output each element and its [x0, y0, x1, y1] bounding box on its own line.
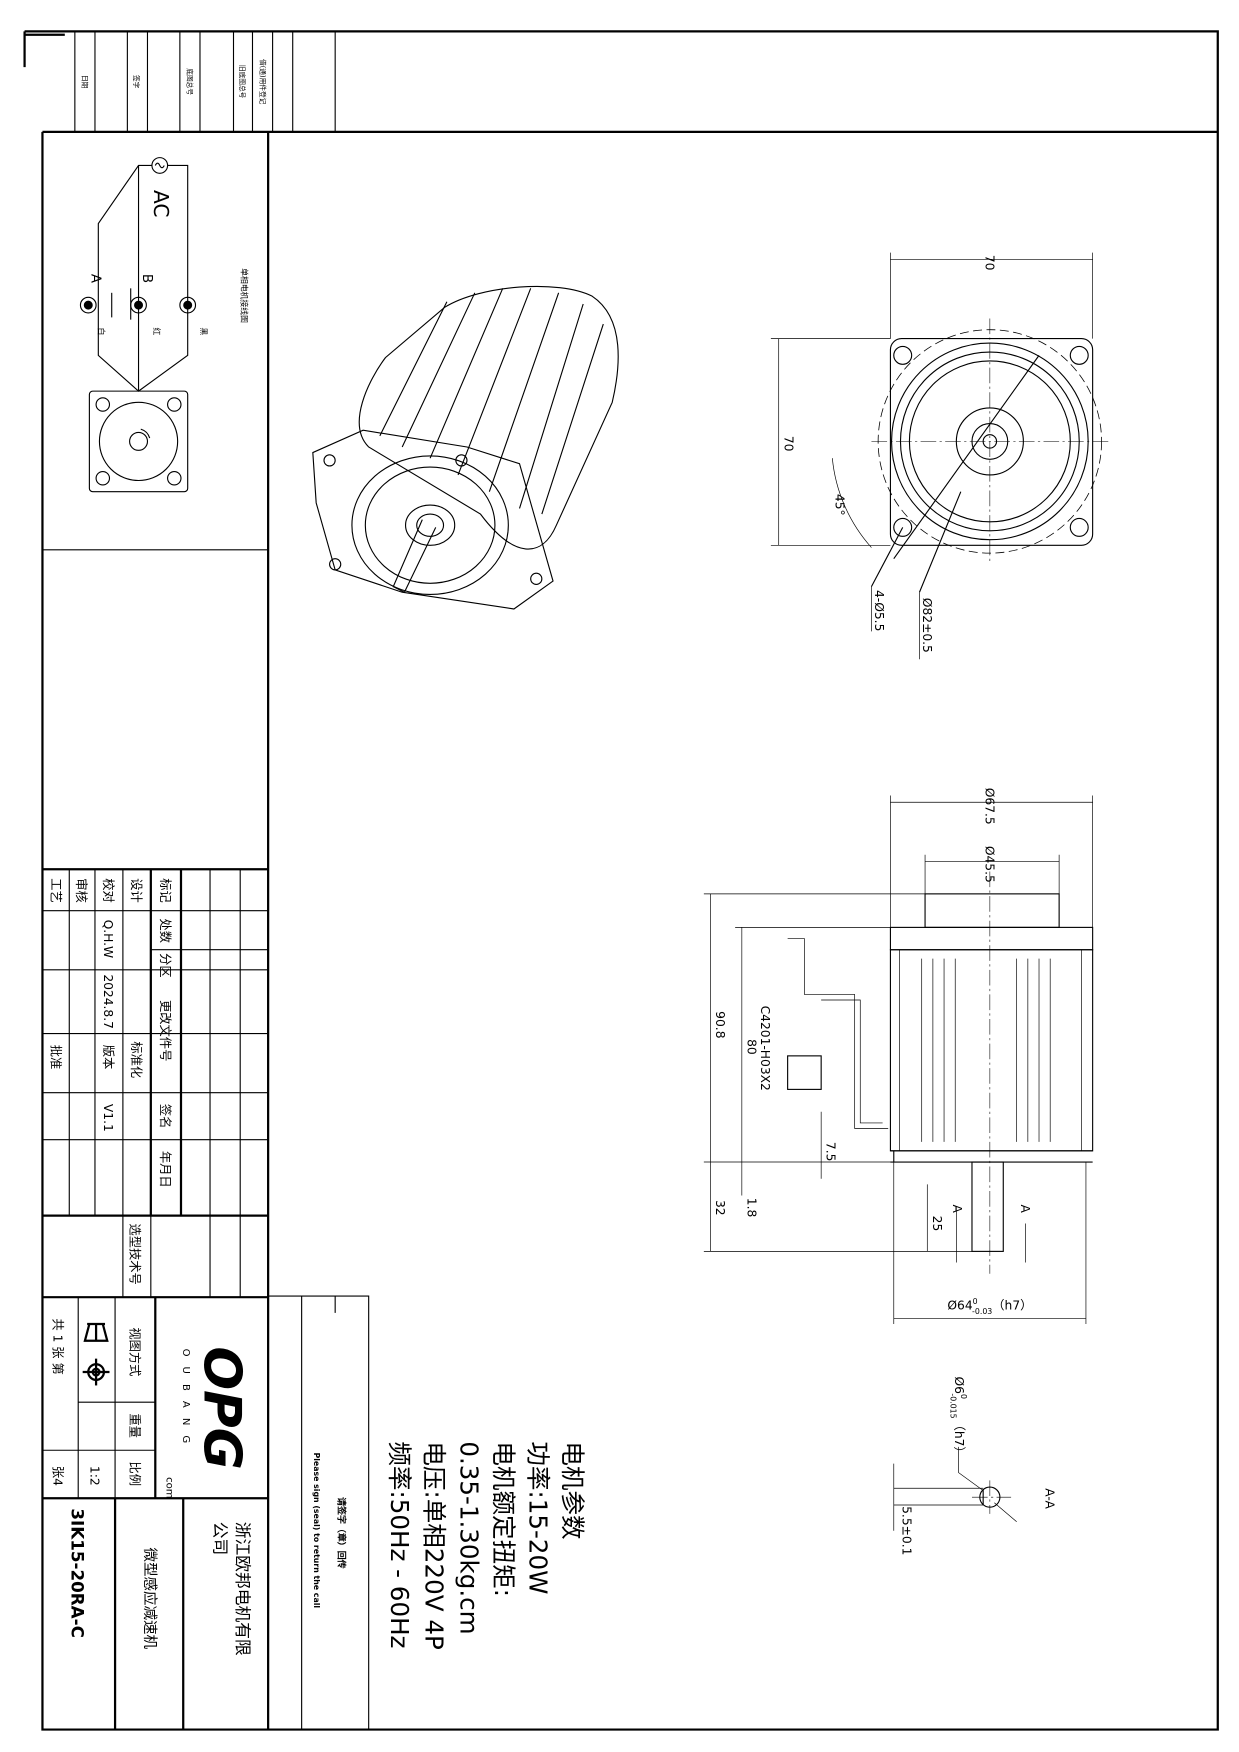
sign-return-box: 请签字（章）回传 Please sign (seal) to return th…	[268, 1295, 370, 1730]
label-old-base-drawing-no: 旧底图总号	[238, 65, 247, 99]
pilot-dim: Ø640-0.03（h7）	[947, 1297, 1032, 1316]
d45-dim: Ø45.5	[982, 846, 996, 883]
tb-version-label: 版本	[101, 1045, 115, 1070]
tb-check: 校对	[101, 878, 116, 903]
tb-scale: 1:2	[87, 1466, 101, 1486]
params-torque: 0.35-1.30kg.cm	[454, 1441, 483, 1634]
projection-symbol-icon	[82, 1322, 110, 1386]
tb-date: 年月日	[158, 1151, 172, 1188]
company-logo: OPG	[191, 1346, 251, 1470]
angle-dim: 45°	[833, 494, 847, 516]
logo-com: com	[163, 1477, 174, 1498]
tb-sign: 签名	[158, 1104, 173, 1129]
tb-scale-label: 比例	[128, 1461, 142, 1486]
dim-32: 32	[713, 1200, 727, 1216]
section-a-a: A-A Ø60-0.015（h7） 5.5±0.1	[893, 1377, 1057, 1555]
sheet-frame	[23, 30, 1219, 1731]
top-strip: 日期 签字 底图总号 旧底图总号 借(通)用件登记	[81, 59, 268, 105]
wiring-diagram: AC A B 白 红 黑 单相电机接线图	[42, 157, 269, 551]
title-block: 标记 处数 分区 更改文件号 签名 年月日 设计 校对 审核 工艺 Q.H.W …	[42, 868, 269, 1730]
tb-design: 设计	[129, 878, 143, 903]
tb-weight: 重量	[128, 1413, 142, 1438]
tb-zone: 分区	[158, 953, 172, 978]
tb-approve: 批准	[48, 1045, 63, 1070]
sign-en: Please sign (seal) to return the call	[312, 1452, 321, 1608]
params-frequency: 频率:50Hz - 60Hz	[385, 1441, 414, 1648]
section-mark-right: A	[1018, 1204, 1032, 1213]
side-view: Ø67.5 Ø45.5 90.8 80 C4201-H03X2 7.5 1.8 …	[703, 788, 1094, 1325]
params-torque-label: 电机额定扭矩:	[489, 1441, 518, 1597]
params-title: 电机参数	[558, 1441, 587, 1539]
terminal-b-label: B	[139, 274, 154, 283]
dim-1-8: 1.8	[744, 1198, 758, 1218]
label-base-drawing-no: 底图总号	[186, 68, 195, 95]
tb-sheets: 共 1 张 第	[51, 1318, 65, 1374]
wiring-title: 单相电机接线图	[239, 268, 249, 323]
params-voltage: 电压:单相220V 4P	[420, 1441, 449, 1649]
label-shared-parts: 借(通)用件登记	[258, 59, 267, 105]
height-dim: 70	[781, 436, 795, 452]
tb-version: V1.1	[101, 1104, 115, 1132]
company-name-line1: 浙江欧邦电机有限	[233, 1522, 253, 1656]
front-view: 70 70 45° 4-Ø5.5 Ø82±0.5	[770, 252, 1112, 660]
wire-white-label: 白	[96, 327, 106, 335]
dim-25: 25	[930, 1216, 944, 1232]
holes-dim: 4-Ø5.5	[872, 590, 886, 631]
tb-process: 工艺	[48, 878, 62, 903]
tb-review: 审核	[74, 878, 89, 903]
body-length-dim: 80	[744, 1039, 758, 1055]
tb-sheet-no: 张4	[51, 1466, 65, 1486]
flat-dim: 5.5±0.1	[900, 1506, 914, 1555]
tb-designer: Q.H.W	[101, 920, 115, 959]
sign-cn: 请签字（章）回传	[336, 1497, 348, 1568]
label-date: 日期	[81, 75, 89, 89]
pcd-dim: Ø82±0.5	[920, 598, 934, 653]
d67-dim: Ø67.5	[982, 788, 996, 825]
product-description: 微型感应减速机	[141, 1547, 159, 1649]
ac-label: AC	[149, 190, 173, 217]
tb-mark: 标记	[158, 878, 172, 903]
model-number: 3IK15-20RA-C	[68, 1508, 88, 1638]
params-power: 功率:15-20W	[524, 1441, 553, 1594]
section-mark-left: A	[950, 1204, 964, 1213]
logo-subtitle: OUBANG	[180, 1349, 191, 1454]
wire-red-label: 红	[152, 327, 162, 335]
width-dim: 70	[982, 255, 996, 271]
terminal-a-label: A	[88, 274, 103, 284]
connector-label: C4201-H03X2	[758, 1006, 772, 1091]
motor-face-icon	[88, 390, 189, 493]
tb-design-date: 2024.8.7	[101, 974, 115, 1029]
tb-standard: 标准化	[129, 1041, 143, 1078]
shaft-dim: Ø60-0.015（h7）	[949, 1377, 968, 1459]
section-label: A-A	[1043, 1488, 1057, 1509]
motor-isometric-view	[312, 285, 619, 610]
terminal-icons	[79, 288, 197, 320]
tb-view-method: 视图方式	[128, 1327, 143, 1376]
tb-change-doc: 更改文件号	[158, 1000, 173, 1061]
dim-7-5: 7.5	[824, 1142, 838, 1162]
motor-parameters: 电机参数 功率:15-20W 电机额定扭矩: 0.35-1.30kg.cm 电压…	[385, 1441, 587, 1649]
tb-count: 处数	[158, 918, 173, 943]
label-signature: 签字	[132, 75, 141, 89]
total-length-dim: 90.8	[713, 1011, 727, 1038]
company-name-line2: 公司	[211, 1522, 231, 1556]
tb-selection-no: 选型技术号	[128, 1223, 142, 1284]
wire-black-label: 黑	[199, 327, 208, 335]
